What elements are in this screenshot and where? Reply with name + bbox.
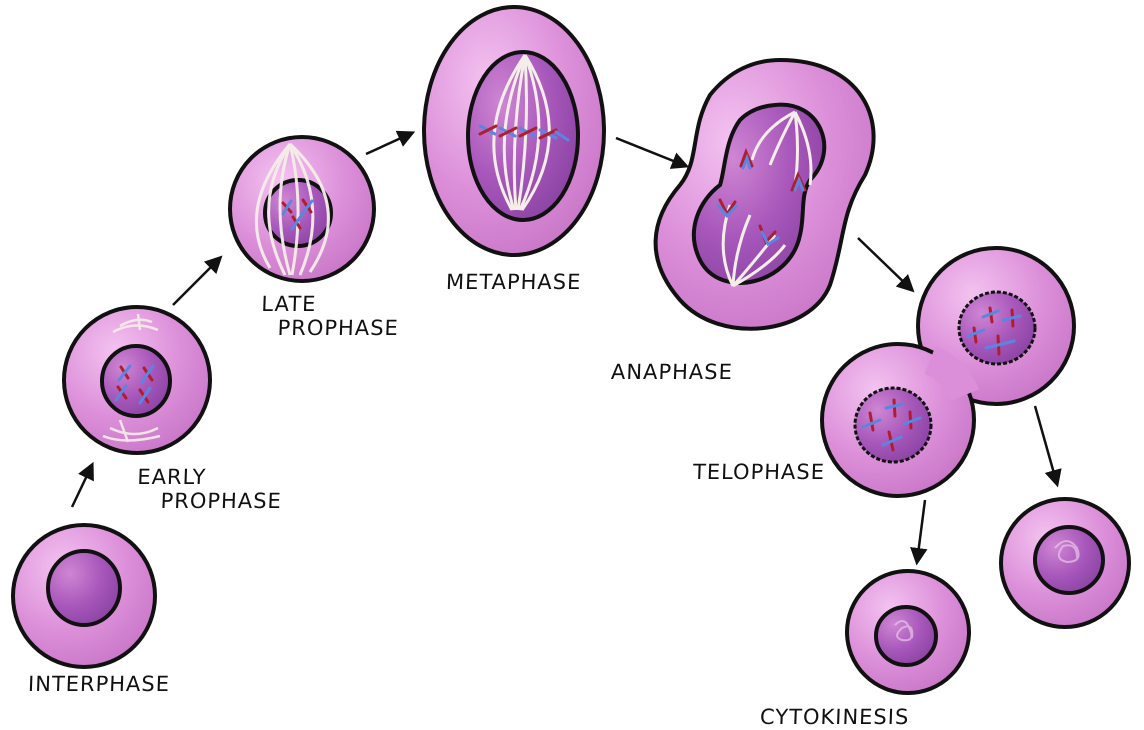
- metaphase-cell: [422, 5, 606, 257]
- arrow-icon: [70, 461, 94, 508]
- arrow-icon: [365, 130, 416, 156]
- early-prophase-label-line1: EARLY: [137, 465, 207, 489]
- arrow-icon: [172, 255, 223, 306]
- cytokinesis-label: CYTOKINESIS: [759, 705, 910, 729]
- interphase-label: INTERPHASE: [27, 672, 171, 696]
- telophase-label: TELOPHASE: [692, 460, 826, 484]
- anaphase-label: ANAPHASE: [610, 360, 734, 384]
- metaphase-label: METAPHASE: [445, 270, 582, 294]
- stage-arrows: [70, 130, 1062, 566]
- late-prophase-cell: [228, 135, 376, 283]
- arrow-icon: [615, 136, 690, 169]
- arrow-icon: [857, 237, 915, 293]
- late-prophase-label: LATE PROPHASE: [260, 292, 400, 340]
- anaphase-cell: [653, 57, 876, 331]
- interphase-cell: [11, 523, 157, 669]
- early-prophase-label-line2: PROPHASE: [160, 489, 283, 513]
- early-prophase-cell: [62, 305, 212, 455]
- arrow-icon: [910, 499, 928, 566]
- daughter-cell-right: [999, 497, 1131, 629]
- arrow-icon: [1033, 405, 1062, 488]
- early-prophase-label: EARLY PROPHASE: [136, 465, 283, 513]
- late-prophase-label-line1: LATE: [261, 292, 317, 316]
- telophase-cell: [820, 246, 1076, 498]
- daughter-cell-left: [845, 569, 971, 695]
- late-prophase-label-line2: PROPHASE: [277, 316, 400, 340]
